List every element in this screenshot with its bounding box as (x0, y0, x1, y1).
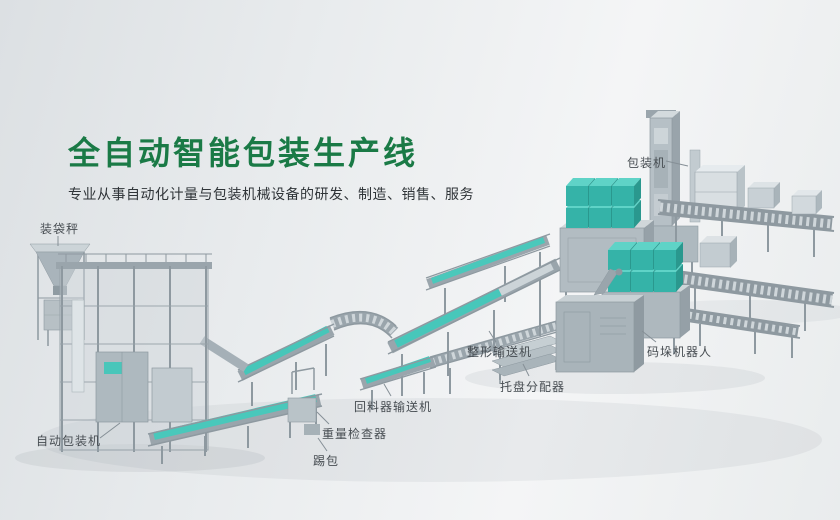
discharge-chute (199, 336, 249, 372)
page-title: 全自动智能包装生产线 (68, 135, 419, 171)
label-auto-packaging-machine: 自动包装机 (36, 434, 102, 448)
label-bagging-scale: 装袋秤 (40, 222, 80, 236)
label-return-feeder-conveyor: 回料器输送机 (354, 400, 433, 414)
label-palletizing-robot: 码垛机器人 (647, 345, 713, 359)
label-kick-bag: 踢包 (313, 454, 340, 468)
auto-packing-tower (56, 253, 212, 452)
leader-shaping-conveyor (488, 330, 497, 343)
front-conveyor-checkweigher (147, 367, 323, 464)
kicker-device (304, 424, 320, 435)
label-shaping-conveyor: 整形输送机 (467, 345, 533, 359)
leader-weight-checker (316, 411, 330, 425)
pallet-dispenser-stack (491, 335, 563, 384)
page-subtitle: 专业从事自动化计量与包装机械设备的研发、制造、销售、服务 (68, 186, 474, 202)
palletizing-robot-cabinet (555, 268, 644, 373)
leader-auto-packaging-machine (99, 422, 121, 439)
leader-packaging-machine (665, 160, 689, 167)
return-feeder-conveyor (359, 355, 437, 410)
label-packaging-machine: 包装机 (627, 156, 667, 170)
label-pallet-dispenser: 托盘分配器 (500, 380, 566, 394)
control-screen (104, 362, 122, 374)
label-weight-checker: 重量检查器 (322, 427, 388, 441)
leader-pallet-dispenser (522, 363, 530, 377)
leader-kick-bag (317, 437, 328, 452)
carton-stack-upper (559, 178, 654, 310)
checkweigher-body (287, 397, 317, 423)
leader-palletizing-robot (641, 330, 657, 343)
roller-conveyor-upper-right (657, 182, 835, 257)
roller-conveyor-lower-right (679, 307, 801, 358)
curved-roller-section (329, 310, 399, 339)
leader-lines (57, 160, 689, 452)
incline-conveyor (237, 323, 335, 406)
leader-return-feeder-conveyor (383, 383, 392, 397)
